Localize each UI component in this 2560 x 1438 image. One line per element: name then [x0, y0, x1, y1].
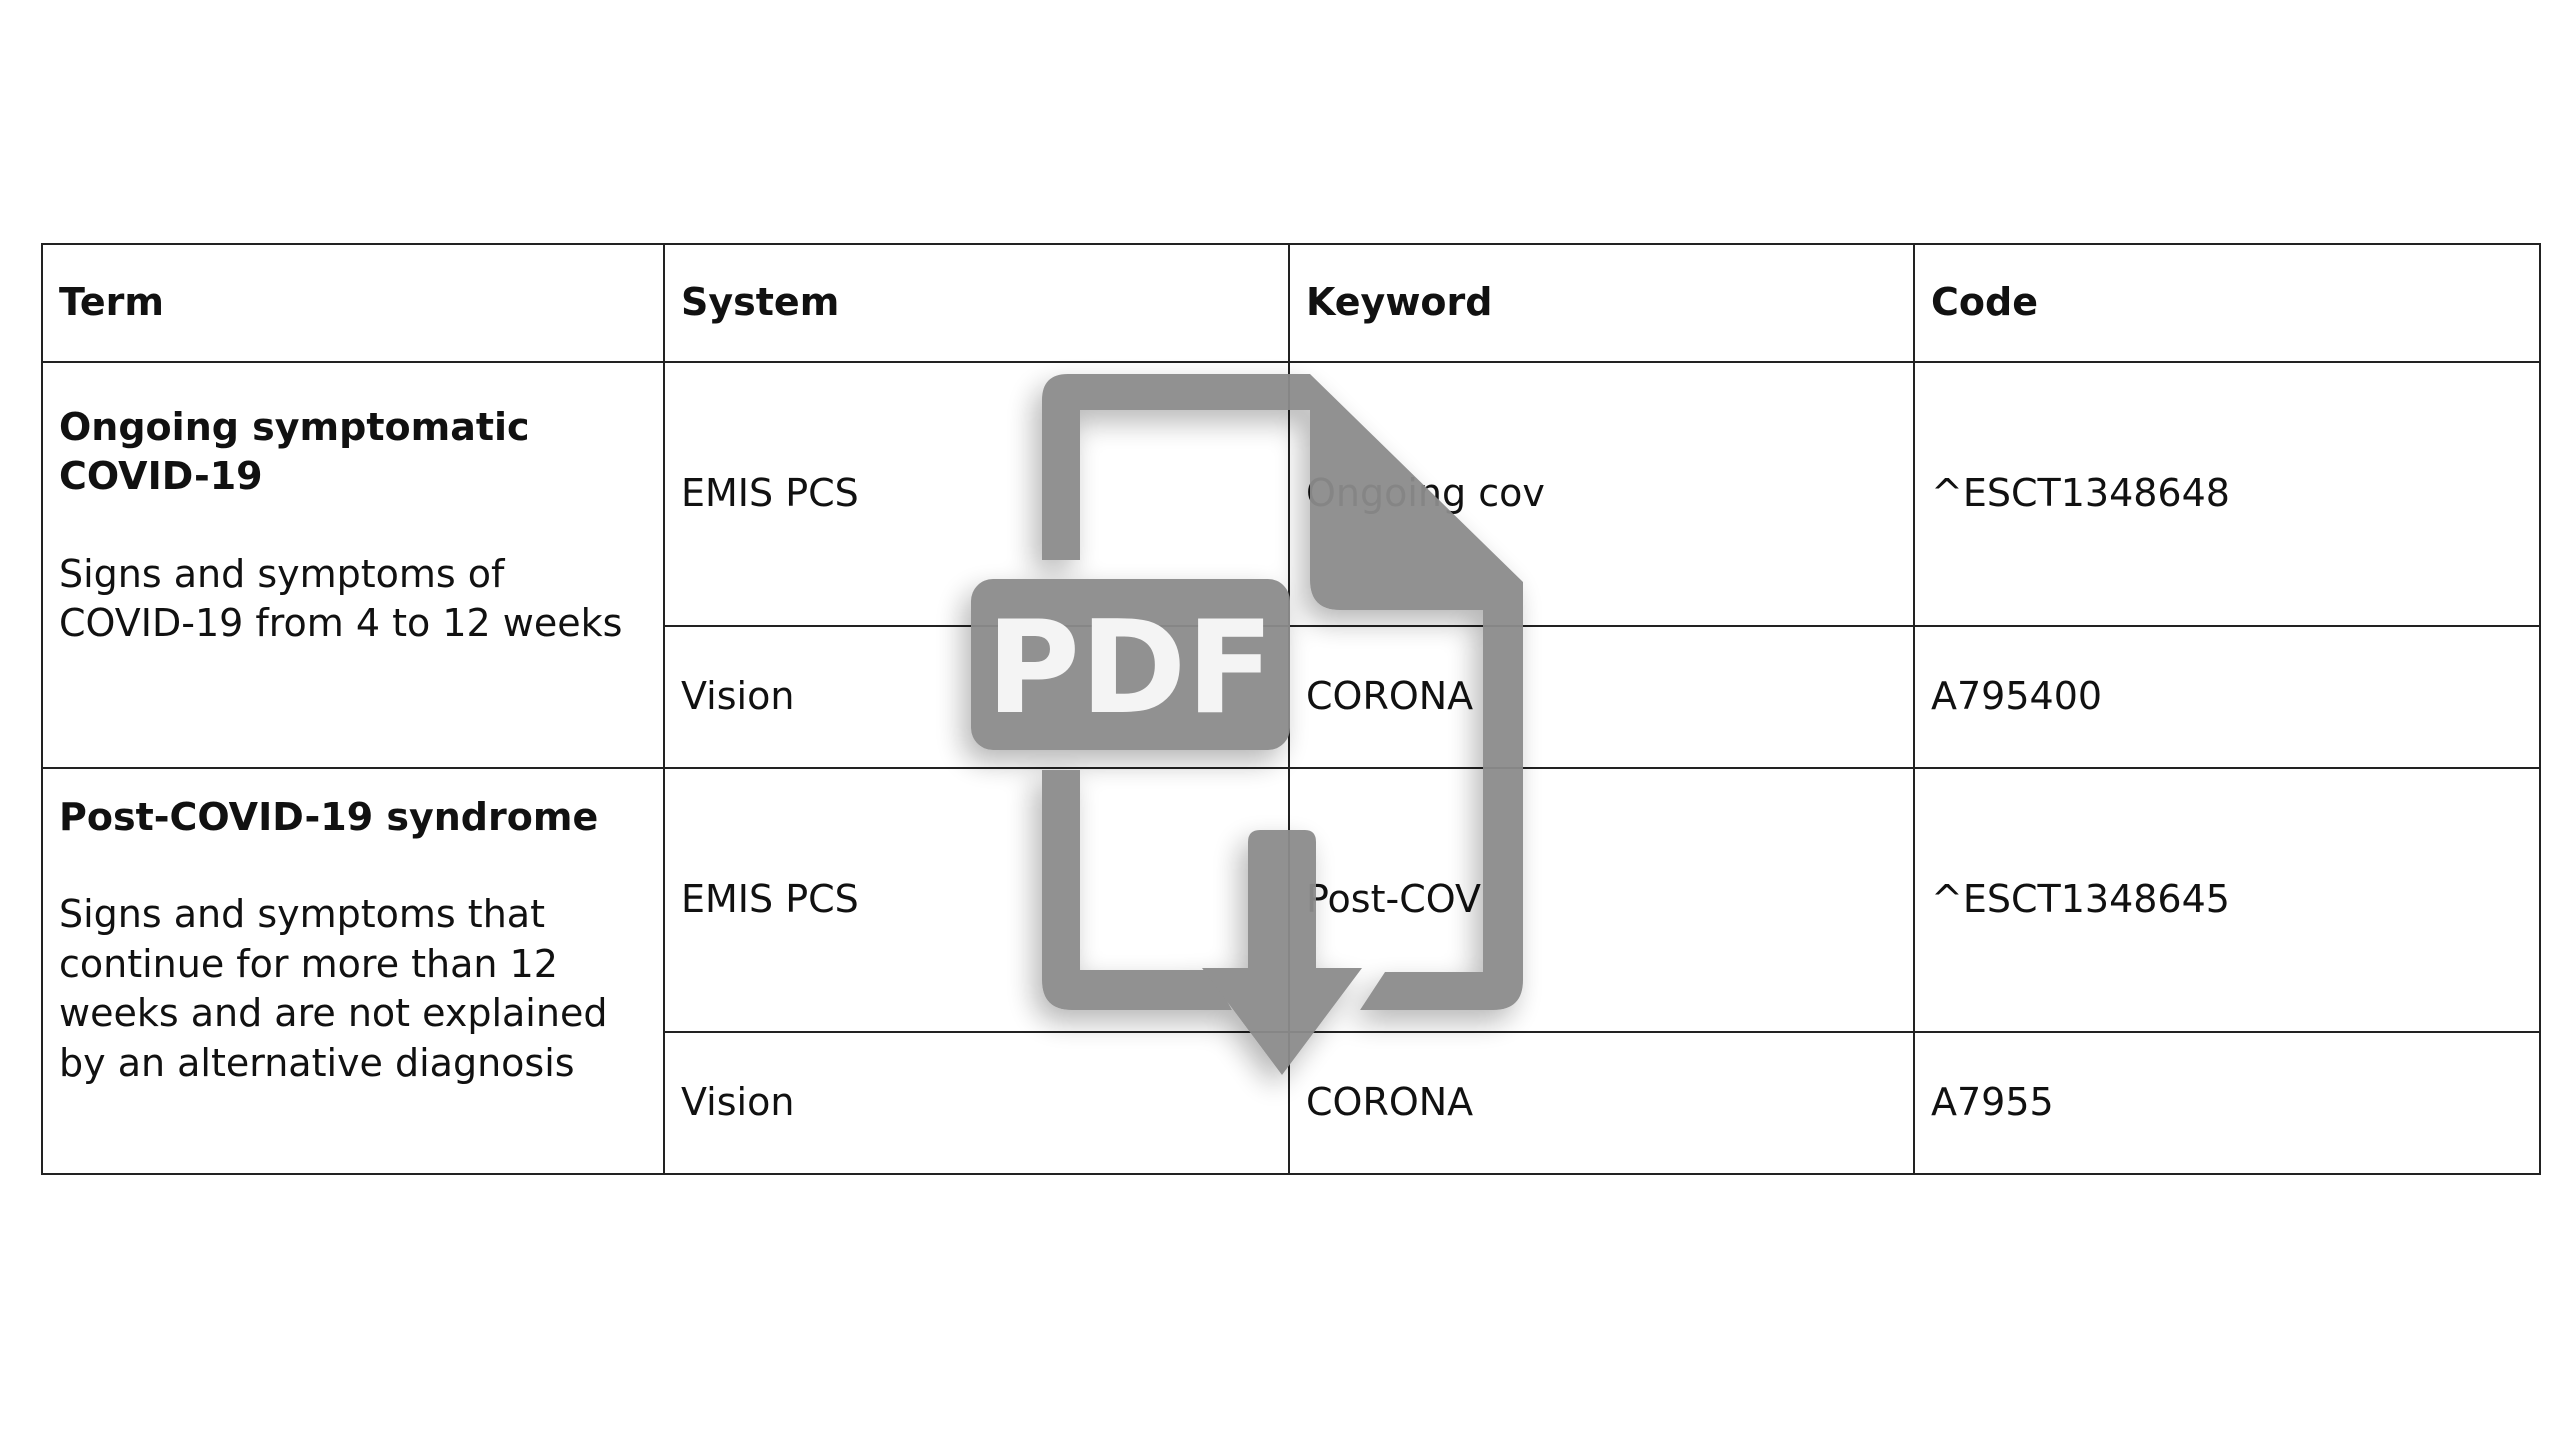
code-cell: A795400 [1913, 625, 2541, 769]
header-keyword: Keyword [1288, 243, 1915, 363]
header-term: Term [41, 243, 665, 363]
header-system: System [663, 243, 1290, 363]
code-cell: ^ESCT1348648 [1913, 361, 2541, 627]
system-cell: EMIS PCS [663, 767, 1290, 1033]
system-cell: EMIS PCS [663, 361, 1290, 627]
keyword-cell: CORONA [1288, 625, 1915, 769]
keyword-cell: CORONA [1288, 1031, 1915, 1175]
table-header-row: Term System Keyword Code [41, 243, 2541, 363]
clinical-codes-table: Term System Keyword Code Ongoing symptom… [41, 243, 2541, 1175]
term-cell: Post-COVID-19 syndrome Signs and symptom… [41, 767, 665, 1175]
keyword-cell: Ongoing cov [1288, 361, 1915, 627]
header-code: Code [1913, 243, 2541, 363]
term-cell: Ongoing symptomatic COVID-19 Signs and s… [41, 361, 665, 769]
code-cell: ^ESCT1348645 [1913, 767, 2541, 1033]
system-cell: Vision [663, 625, 1290, 769]
term-description: Signs and symptoms of COVID-19 from 4 to… [59, 551, 623, 646]
table-row: Post-COVID-19 syndrome Signs and symptom… [41, 767, 2541, 1175]
system-cell: Vision [663, 1031, 1290, 1175]
table-row: Ongoing symptomatic COVID-19 Signs and s… [41, 361, 2541, 769]
term-description: Signs and symptoms that continue for mor… [59, 892, 608, 1085]
code-cell: A7955 [1913, 1031, 2541, 1175]
table-row: Vision CORONA A7955 [42, 1031, 2541, 1175]
term-title: Ongoing symptomatic COVID-19 [59, 405, 530, 499]
keyword-cell: Post-COV [1288, 767, 1915, 1033]
term-title: Post-COVID-19 syndrome [59, 795, 599, 839]
